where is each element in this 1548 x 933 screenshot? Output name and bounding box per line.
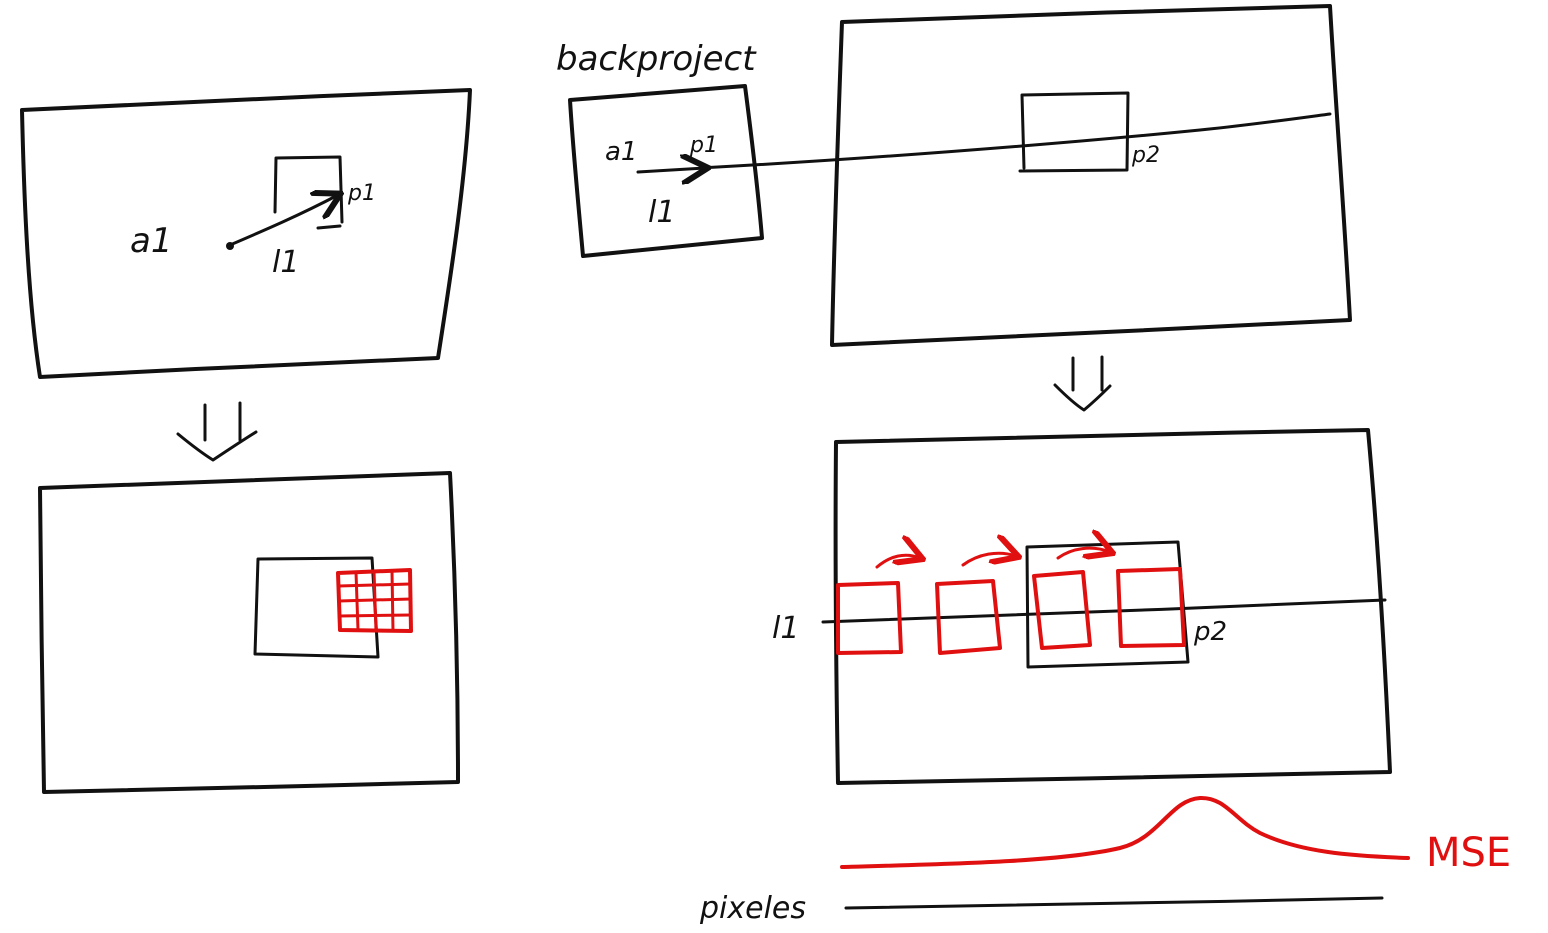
pixeles-axis xyxy=(844,896,1384,910)
label-pixeles: pixeles xyxy=(699,891,806,926)
top-left-vector-l1 xyxy=(226,195,338,250)
label-a1-small: a1 xyxy=(605,137,637,167)
top-right-frame xyxy=(830,4,1352,347)
label-a1-left: a1 xyxy=(130,221,172,261)
label-backproject: backproject xyxy=(556,39,757,79)
sliding-window-3 xyxy=(1032,570,1092,650)
bottom-left-red-grid xyxy=(336,568,413,633)
sliding-window-4 xyxy=(1116,567,1186,648)
label-l1-left: l1 xyxy=(272,245,299,280)
top-left-search-box xyxy=(273,155,344,230)
label-mse: MSE xyxy=(1426,830,1511,876)
down-arrow-right xyxy=(1053,355,1112,412)
bottom-left-search-box xyxy=(253,556,380,659)
bottom-right-frame xyxy=(833,428,1392,785)
sliding-window-1 xyxy=(836,581,903,655)
label-p2-top: p2 xyxy=(1131,143,1160,168)
slide-arrows xyxy=(875,548,1110,569)
backproject-small-vector xyxy=(636,168,705,172)
label-l1-small: l1 xyxy=(648,195,675,230)
backproject-small-frame xyxy=(568,84,764,258)
epipolar-line-bottom xyxy=(821,598,1387,624)
top-right-target-box xyxy=(1018,91,1130,173)
top-left-frame xyxy=(20,88,472,379)
label-p1-small: p1 xyxy=(689,133,718,158)
epipolar-line-top xyxy=(698,112,1332,170)
mse-curve xyxy=(840,795,1410,869)
label-p1-left: p1 xyxy=(347,181,376,206)
bottom-right-target-box xyxy=(1025,540,1190,669)
label-p2-bottom: p2 xyxy=(1193,617,1227,647)
sliding-window-2 xyxy=(935,579,1002,655)
bottom-left-frame xyxy=(38,471,460,794)
label-l1-bottom: l1 xyxy=(772,611,799,646)
down-arrow-left xyxy=(176,401,258,462)
